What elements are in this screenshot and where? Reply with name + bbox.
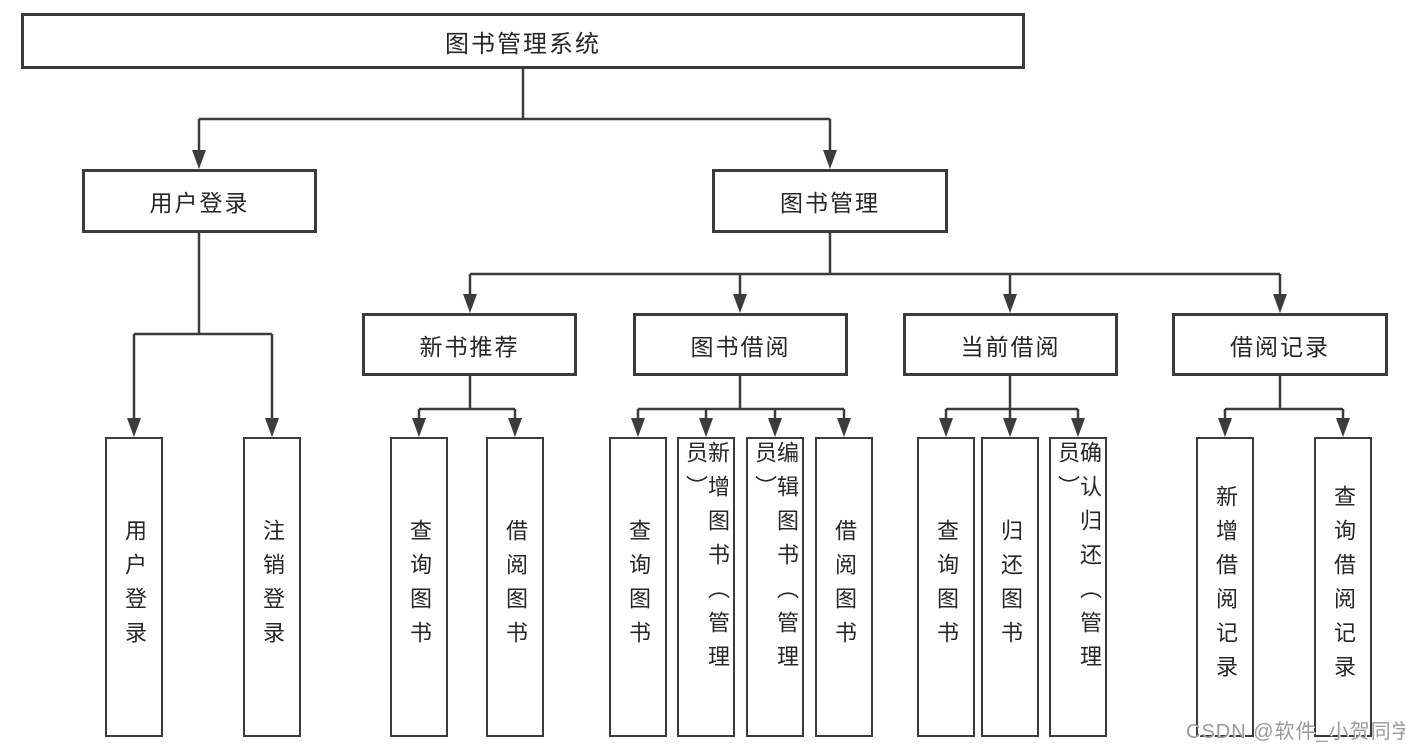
leaf-confirm-return-admin: 确认归还（管理员） (1049, 437, 1107, 737)
leaf-borrow-books: 借阅图书 (815, 437, 873, 737)
node-new-book-recommend: 新书推荐 (362, 313, 577, 376)
leaf-add-borrow-record: 新增借阅记录 (1196, 437, 1254, 737)
leaf-add-books-admin-label: 新增图书（管理员） (683, 441, 730, 679)
leaf-query-borrow-record: 查询借阅记录 (1314, 437, 1372, 737)
leaf-borrowing-query-books-label: 查询图书 (626, 519, 651, 655)
node-book-borrowing: 图书借阅 (633, 313, 848, 376)
leaf-return-books-label: 归还图书 (998, 519, 1023, 655)
leaf-borrow-books-label: 借阅图书 (832, 519, 857, 655)
leaf-edit-books-admin-label: 编辑图书（管理员） (752, 441, 799, 679)
node-current-borrowing-label: 当前借阅 (960, 333, 1061, 360)
leaf-query-borrow-record-label: 查询借阅记录 (1331, 485, 1356, 689)
leaf-current-query-books-label: 查询图书 (934, 519, 959, 655)
leaf-add-books-admin: 新增图书（管理员） (677, 437, 735, 737)
node-book-management: 图书管理 (712, 169, 948, 233)
node-system-root: 图书管理系统 (21, 13, 1025, 69)
node-book-borrowing-label: 图书借阅 (690, 333, 791, 360)
node-user-login-label: 用户登录 (149, 190, 250, 216)
node-current-borrowing: 当前借阅 (903, 313, 1118, 376)
leaf-confirm-return-admin-label: 确认归还（管理员） (1055, 441, 1102, 679)
leaf-borrowing-query-books: 查询图书 (609, 437, 667, 737)
watermark: CSDN @软件_小贺同学 (1186, 721, 1405, 743)
leaf-recommend-query-books: 查询图书 (390, 437, 448, 737)
node-system-root-label: 图书管理系统 (445, 30, 601, 58)
leaf-user-login: 用户登录 (105, 437, 163, 737)
node-borrowing-records: 借阅记录 (1172, 313, 1388, 376)
node-borrowing-records-label: 借阅记录 (1230, 333, 1330, 360)
leaf-edit-books-admin: 编辑图书（管理员） (746, 437, 804, 737)
leaf-logout-label: 注销登录 (260, 519, 285, 655)
leaf-recommend-borrow-books-label: 借阅图书 (503, 519, 528, 655)
leaf-recommend-borrow-books: 借阅图书 (486, 437, 544, 737)
node-user-login: 用户登录 (82, 169, 317, 233)
node-book-management-label: 图书管理 (780, 190, 880, 216)
node-new-book-recommend-label: 新书推荐 (419, 333, 520, 360)
leaf-logout: 注销登录 (243, 437, 301, 737)
leaf-current-query-books: 查询图书 (917, 437, 975, 737)
leaf-return-books: 归还图书 (981, 437, 1039, 737)
leaf-add-borrow-record-label: 新增借阅记录 (1213, 485, 1238, 689)
leaf-user-login-label: 用户登录 (122, 519, 147, 655)
leaf-recommend-query-books-label: 查询图书 (407, 519, 432, 655)
